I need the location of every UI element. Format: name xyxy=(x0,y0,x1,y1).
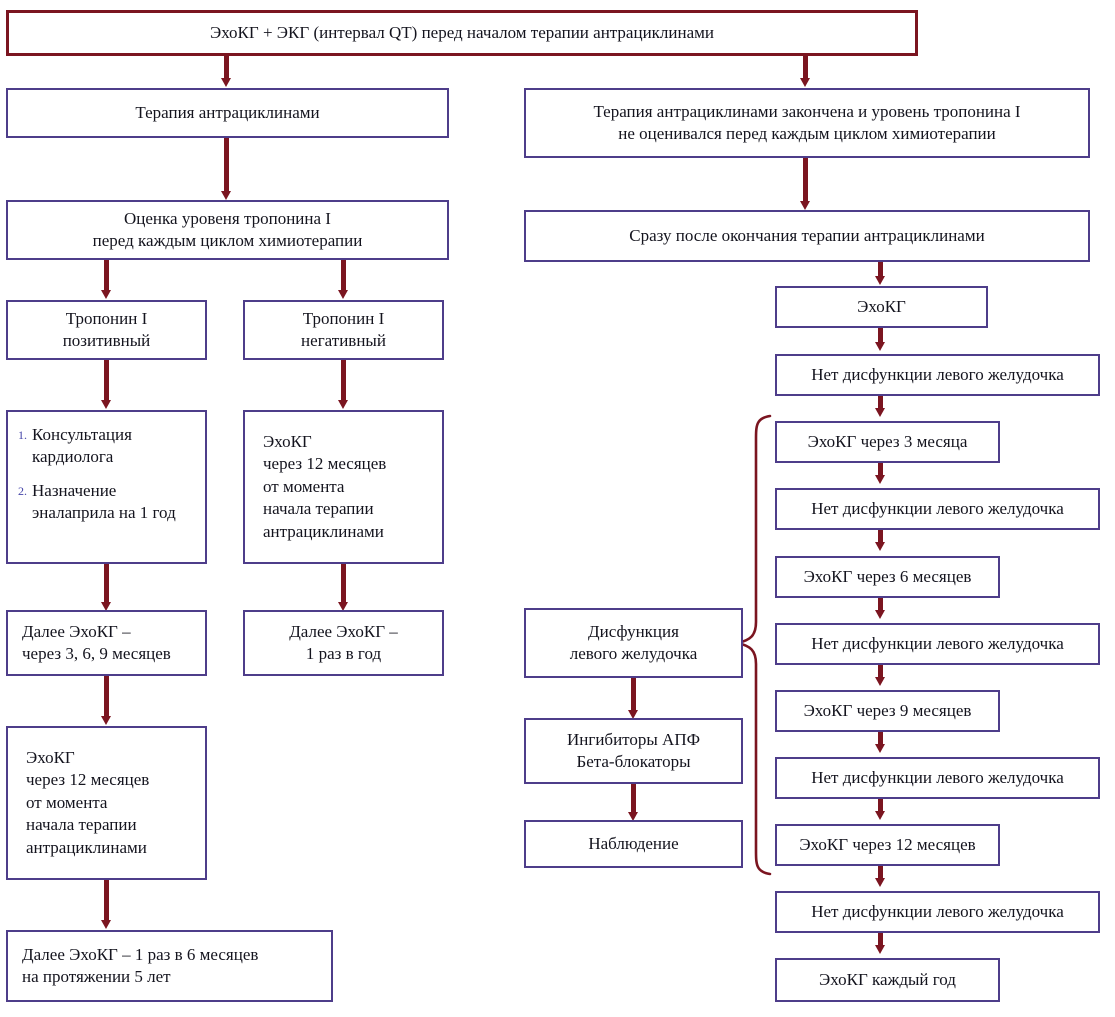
node-followup-negative: Далее ЭхоКГ – 1 раз в год xyxy=(243,610,444,676)
node-anthracycline-therapy: Терапия антрациклинами xyxy=(6,88,449,138)
node-troponin-positive-line2: позитивный xyxy=(62,331,151,350)
node-final-followup: Далее ЭхоКГ – 1 раз в 6 месяцев на протя… xyxy=(6,930,333,1002)
node-no-dysfunction-4: Нет дисфункции левого желудочка xyxy=(775,757,1100,799)
node-initial-assessment-label: ЭхоКГ + ЭКГ (интервал QT) перед началом … xyxy=(209,22,715,42)
node-echo-6-months: ЭхоКГ через 6 месяцев xyxy=(775,556,1000,598)
list-item-number: 2. xyxy=(18,484,27,499)
node-troponin-negative-line2: негативный xyxy=(301,331,386,350)
node-negative-echo-12-months: ЭхоКГ через 12 месяцев от момента начала… xyxy=(243,410,444,564)
node-echo-12-months-right: ЭхоКГ через 12 месяцев xyxy=(775,824,1000,866)
node-lv-dysfunction: Дисфункция левого желудочка xyxy=(524,608,743,678)
list-item-text: Консультация кардиолога xyxy=(32,425,132,467)
node-right-after-therapy: Сразу после окончания терапии антрацикли… xyxy=(524,210,1090,262)
node-echo-initial: ЭхоКГ xyxy=(775,286,988,328)
node-medications: Ингибиторы АПФ Бета-блокаторы xyxy=(524,718,743,784)
node-followup-positive: Далее ЭхоКГ – через 3, 6, 9 месяцев xyxy=(6,610,207,676)
node-troponin-positive-line1: Тропонин I xyxy=(65,308,148,328)
list-item: 2. Назначение эналаприла на 1 год xyxy=(18,480,197,524)
node-no-dysfunction-3: Нет дисфункции левого желудочка xyxy=(775,623,1100,665)
node-no-dysfunction-2: Нет дисфункции левого желудочка xyxy=(775,488,1100,530)
node-initial-assessment: ЭхоКГ + ЭКГ (интервал QT) перед началом … xyxy=(6,10,918,56)
list-item-text: Назначение эналаприла на 1 год xyxy=(32,481,176,523)
node-troponin-evaluation: Оценка уровеня тропонина I перед каждым … xyxy=(6,200,449,260)
node-troponin-negative: Тропонин I негативный xyxy=(243,300,444,360)
node-troponin-evaluation-line1: Оценка уровеня тропонина I xyxy=(124,208,331,228)
node-troponin-positive: Тропонин I позитивный xyxy=(6,300,207,360)
node-echo-3-months: ЭхоКГ через 3 месяца xyxy=(775,421,1000,463)
node-echo-yearly: ЭхоКГ каждый год xyxy=(775,958,1000,1002)
node-observation: Наблюдение xyxy=(524,820,743,868)
node-echo-12-months-left: ЭхоКГ через 12 месяцев от момента начала… xyxy=(6,726,207,880)
node-no-dysfunction-5: Нет дисфункции левого желудочка xyxy=(775,891,1100,933)
node-therapy-finished: Терапия антрациклинами закончена и урове… xyxy=(524,88,1090,158)
node-anthracycline-therapy-label: Терапия антрациклинами xyxy=(135,102,320,122)
node-echo-9-months: ЭхоКГ через 9 месяцев xyxy=(775,690,1000,732)
list-item: 1. Консультация кардиолога xyxy=(18,424,197,468)
node-no-dysfunction-1: Нет дисфункции левого желудочка xyxy=(775,354,1100,396)
node-troponin-negative-line1: Тропонин I xyxy=(302,308,385,328)
node-positive-actions: 1. Консультация кардиолога 2. Назначение… xyxy=(6,410,207,564)
node-troponin-evaluation-line2: перед каждым циклом химиотерапии xyxy=(92,231,363,250)
list-item-number: 1. xyxy=(18,428,27,442)
